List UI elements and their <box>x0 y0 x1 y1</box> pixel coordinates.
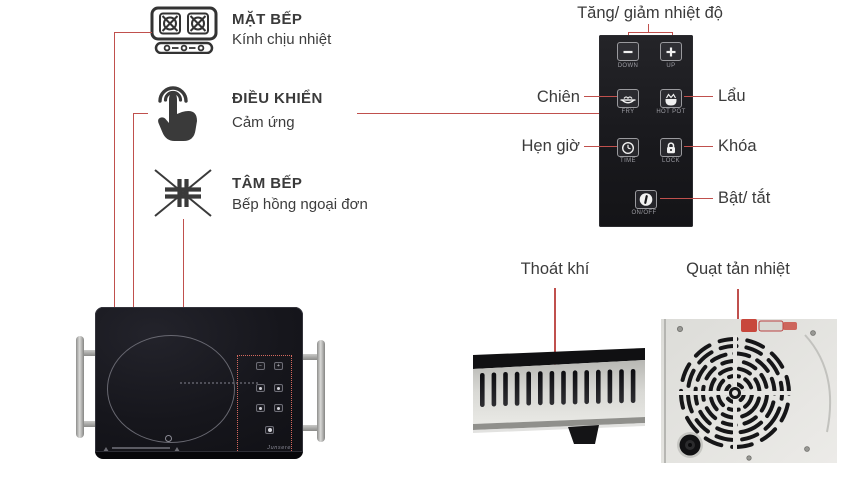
cooking-zone-icon <box>154 169 212 217</box>
connector-line <box>684 146 713 148</box>
feature-title-surface: MẶT BẾP <box>232 11 303 28</box>
power-icon <box>639 193 653 206</box>
cooking-zone-ring <box>107 335 235 443</box>
cooker-photo: − + Junsere <box>95 307 303 459</box>
hotpot-label: HOT POT <box>656 109 686 115</box>
air-vent-photo <box>473 348 645 444</box>
control-panel-photo: DOWN UP FRY HOT POT <box>599 35 693 227</box>
cooker-base-edge <box>95 451 303 459</box>
connector-line <box>584 146 617 148</box>
feature-subtitle-surface: Kính chịu nhiệt <box>232 31 332 48</box>
time-callout-label: Hẹn giờ <box>521 137 580 155</box>
connector-line <box>183 219 185 385</box>
cooktop-surface-icon <box>150 6 218 54</box>
printed-text-strip <box>180 382 258 384</box>
lock-label: LOCK <box>662 158 680 164</box>
handle-mount <box>84 350 96 356</box>
mini-up-button: + <box>274 362 283 370</box>
lock-icon <box>667 141 675 153</box>
connector-line <box>584 96 617 98</box>
power-button <box>635 190 657 209</box>
handle-mount <box>302 354 318 360</box>
feature-subtitle-control: Cảm ứng <box>232 114 295 131</box>
hot-pot-icon <box>665 92 677 105</box>
power-callout-label: Bật/ tắt <box>718 189 771 207</box>
mini-down-button: − <box>256 362 265 370</box>
temp-callout-label: Tăng/ giảm nhiệt độ <box>577 4 723 22</box>
lock-callout-label: Khóa <box>718 137 757 155</box>
hotpot-callout-label: Lẩu <box>718 87 746 105</box>
connector-line <box>684 96 713 98</box>
clock-icon <box>621 141 635 154</box>
feature-title-control: ĐIỀU KHIỂN <box>232 90 323 107</box>
cooling-fan-photo <box>661 319 837 463</box>
connector-line <box>628 32 673 34</box>
handle-mount <box>302 425 318 431</box>
touch-control-icon <box>158 86 197 141</box>
mini-power-button <box>265 426 274 434</box>
connector-line <box>648 24 650 33</box>
lock-button <box>660 138 682 157</box>
mini-lock-button <box>274 404 283 412</box>
feature-subtitle-zone: Bếp hồng ngoại đơn <box>232 196 368 213</box>
fry-label: FRY <box>621 109 635 115</box>
connector-line <box>114 32 116 344</box>
time-button <box>617 138 639 157</box>
connector-line <box>114 32 152 34</box>
fry-button <box>617 89 639 108</box>
ring-logo-mark <box>165 435 172 442</box>
minus-icon <box>623 50 633 53</box>
fry-pan-icon <box>620 95 636 103</box>
up-label: UP <box>666 63 676 69</box>
fan-callout-label: Quạt tản nhiệt <box>686 260 790 278</box>
hotpot-button <box>660 89 682 108</box>
mini-time-button <box>256 404 265 412</box>
time-label: TIME <box>620 158 636 164</box>
brand-text: Junsere <box>267 445 291 451</box>
plus-icon <box>666 47 676 56</box>
mini-fry-button <box>256 384 265 392</box>
vent-callout-label: Thoát khí <box>520 260 590 278</box>
fry-callout-label: Chiên <box>536 88 580 106</box>
right-handle <box>317 340 325 442</box>
down-button <box>617 42 639 61</box>
up-button <box>660 42 682 61</box>
down-label: DOWN <box>617 63 639 69</box>
connector-line <box>737 289 739 345</box>
connector-line <box>133 113 148 115</box>
warning-text-line <box>112 447 170 449</box>
connector-line <box>357 113 599 115</box>
mini-hotpot-button <box>274 384 283 392</box>
power-label: ON/OFF <box>631 210 657 216</box>
connector-line <box>554 288 556 378</box>
warning-triangle-icon <box>174 447 180 452</box>
connector-line <box>133 113 135 419</box>
connector-line <box>660 198 713 200</box>
handle-mount <box>84 421 96 427</box>
warning-triangle-icon <box>103 447 109 452</box>
left-handle <box>76 336 84 438</box>
feature-title-zone: TÂM BẾP <box>232 175 303 192</box>
